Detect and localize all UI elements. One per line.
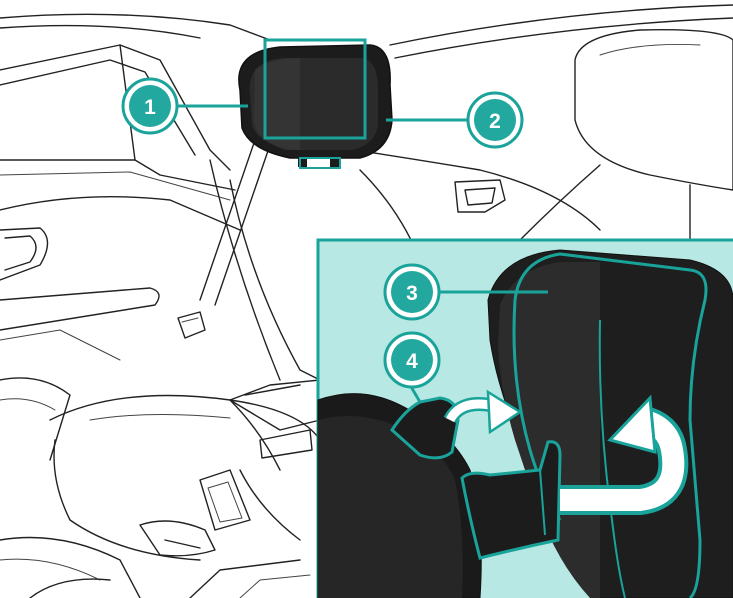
main-headrest	[178, 40, 468, 168]
callout-2: 2	[468, 93, 522, 147]
callout-1-label: 1	[144, 96, 156, 119]
callout-3: 3	[385, 265, 439, 319]
detail-inset	[318, 240, 733, 598]
callout-3-label: 3	[406, 282, 418, 305]
callout-2-label: 2	[489, 110, 501, 133]
callout-4: 4	[385, 333, 439, 387]
callout-1: 1	[123, 79, 177, 133]
callout-4-label: 4	[406, 350, 418, 373]
